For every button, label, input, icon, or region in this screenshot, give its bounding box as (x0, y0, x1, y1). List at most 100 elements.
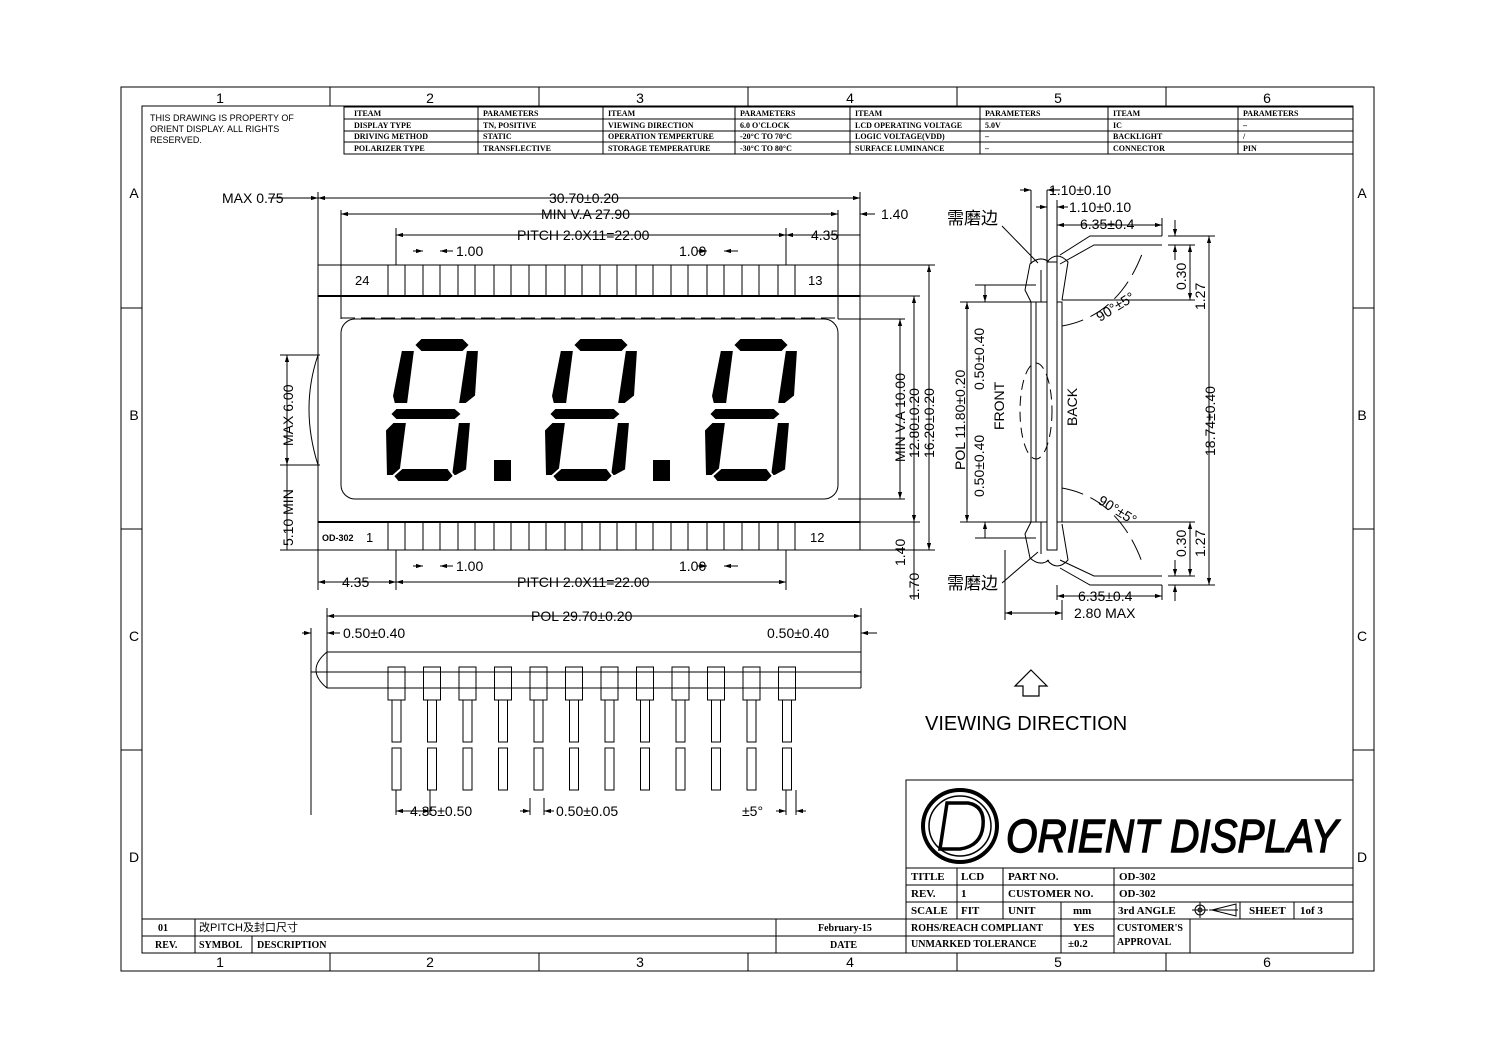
viewing-direction-label: VIEWING DIRECTION (925, 713, 1127, 735)
dim-635-bottom: 6.35±0.4 (1078, 588, 1133, 604)
note-grind-edge-top: 需磨边 (947, 209, 998, 228)
pin-label-1: 1 (366, 530, 373, 545)
spec-table-text: ITEAM PARAMETERS ITEAM PARAMETERS ITEAM … (354, 109, 1299, 153)
pin-lead (640, 747, 650, 791)
logo-text: ORIENT DISPLAY (1006, 810, 1341, 862)
dim-127-top: 1.27 (1192, 283, 1208, 310)
col-label-bottom-6: 6 (1263, 954, 1271, 970)
dim-pin-435: 4.35±0.50 (410, 803, 472, 819)
spec-cell: – (984, 132, 990, 141)
dim-pitch-top: PITCH 2.0X11=22.00 (517, 227, 650, 243)
pin-lead (640, 699, 650, 743)
title-value: LCD (961, 871, 984, 883)
viewing-direction-arrow-icon (1013, 669, 1049, 697)
spec-header: ITEAM (608, 109, 636, 118)
revision-block-text: 01 改PITCH及封口尺寸 February-15 REV. SYMBOL D… (155, 920, 872, 951)
spec-cell: – (984, 144, 990, 153)
dim-pol-width: POL 29.70±0.20 (531, 608, 633, 624)
spec-cell: / (1242, 132, 1246, 141)
col-label-bottom-5: 5 (1054, 954, 1062, 970)
spec-cell: STORAGE TEMPERATURE (608, 144, 710, 153)
frame-column-labels: 1 2 3 4 5 6 1 2 3 4 5 6 (216, 90, 1271, 970)
pin-lead (462, 699, 473, 743)
spec-cell: DRIVING METHOD (354, 132, 428, 141)
revision-description: 改PITCH及封口尺寸 (199, 920, 298, 934)
label-front: FRONT (991, 381, 1007, 430)
customer-no-label: CUSTOMER NO. (1008, 888, 1094, 900)
part-no-label: PART NO. (1008, 871, 1059, 883)
side-view-pins (387, 666, 796, 791)
dim-left-050: 0.50±0.40 (343, 625, 405, 641)
description-header: DESCRIPTION (257, 940, 327, 951)
notice-line-3: RESERVED. (150, 135, 202, 145)
title-block-text: TITLE LCD PART NO. OD-302 REV. 1 CUSTOME… (911, 871, 1323, 950)
dim-100-a: 1.00 (456, 243, 483, 259)
row-label-left-b: B (129, 407, 138, 423)
unit-value: mm (1073, 905, 1091, 917)
pin-lead (533, 747, 544, 791)
row-label-right-b: B (1357, 407, 1366, 423)
spec-header: ITEAM (855, 109, 883, 118)
spec-header: PARAMETERS (740, 109, 796, 118)
col-label-top-4: 4 (846, 90, 854, 106)
spec-cell: POLARIZER TYPE (354, 144, 425, 153)
spec-header: PARAMETERS (985, 109, 1041, 118)
notice-line-1: THIS DRAWING IS PROPERTY OF (150, 113, 294, 123)
sheet-value: 1of 3 (1300, 905, 1323, 917)
digit-2 (542, 337, 640, 483)
front-view-dim-lines (268, 192, 935, 600)
row-label-left-c: C (129, 628, 139, 644)
spec-cell: PIN (1243, 144, 1257, 153)
col-label-top-5: 5 (1054, 90, 1062, 106)
symbol-header: SYMBOL (199, 940, 243, 951)
revision-number: 01 (158, 923, 168, 934)
row-label-right-c: C (1357, 628, 1367, 644)
edge-view-body (1019, 235, 1162, 586)
logo-emblem-icon (921, 788, 999, 864)
spec-cell: VIEWING DIRECTION (608, 121, 694, 130)
dim-127-bottom: 1.27 (1192, 530, 1208, 557)
spec-cell: LOGIC VOLTAGE(VDD) (855, 132, 945, 141)
spec-header: PARAMETERS (1243, 109, 1299, 118)
dim-max-075: MAX 0.75 (222, 190, 284, 206)
pin-lead (427, 699, 437, 743)
sheet-label: SHEET (1249, 905, 1286, 917)
spec-header: ITEAM (354, 109, 382, 118)
edge-view-notes: 需磨边 需磨边 (947, 209, 998, 593)
row-label-right-a: A (1357, 185, 1367, 201)
angle-label: 3rd ANGLE (1118, 905, 1176, 917)
dim-pin-050: 0.50±0.05 (556, 803, 618, 819)
rohs-value: YES (1073, 922, 1094, 934)
spec-cell: SURFACE LUMINANCE (855, 144, 944, 153)
dim-110-a: 1.10±0.10 (1049, 182, 1111, 198)
col-label-top-1: 1 (216, 90, 224, 106)
decimal-point-1 (494, 460, 511, 481)
front-view-bottom-pins (387, 521, 796, 551)
spec-cell: TRANSFLECTIVE (483, 144, 551, 153)
approval-label-2: APPROVAL (1117, 937, 1172, 948)
title-block-lines (905, 779, 1354, 954)
row-label-left-d: D (129, 849, 139, 865)
pin-lead (391, 699, 402, 743)
pin-label-12: 12 (810, 530, 824, 545)
spec-cell: 6.0 O'CLOCK (740, 121, 791, 130)
note-grind-edge-bottom: 需磨边 (947, 574, 998, 593)
col-label-bottom-3: 3 (636, 954, 644, 970)
edge-view-dim-lines (960, 187, 1215, 620)
pin-lead (533, 699, 544, 743)
spec-cell: – (1242, 121, 1248, 130)
spec-cell: LCD OPERATING VOLTAGE (855, 121, 962, 130)
tolerance-label: UNMARKED TOLERANCE (911, 939, 1037, 950)
front-view-dim-text: MAX 0.75 30.70±0.20 MIN V.A 27.90 1.40 P… (222, 190, 937, 600)
spec-cell: OPERATION TEMPERTURE (608, 132, 714, 141)
scale-value: FIT (961, 905, 980, 917)
pin-lead (498, 699, 508, 743)
dim-030-top: 0.30 (1173, 263, 1189, 290)
pin-lead (427, 747, 437, 791)
label-back: BACK (1064, 387, 1080, 426)
spec-cell: DISPLAY TYPE (354, 121, 411, 130)
tolerance-value: ±0.2 (1068, 938, 1088, 950)
rev-header: REV. (155, 940, 178, 951)
front-view-top-pins (387, 264, 796, 297)
